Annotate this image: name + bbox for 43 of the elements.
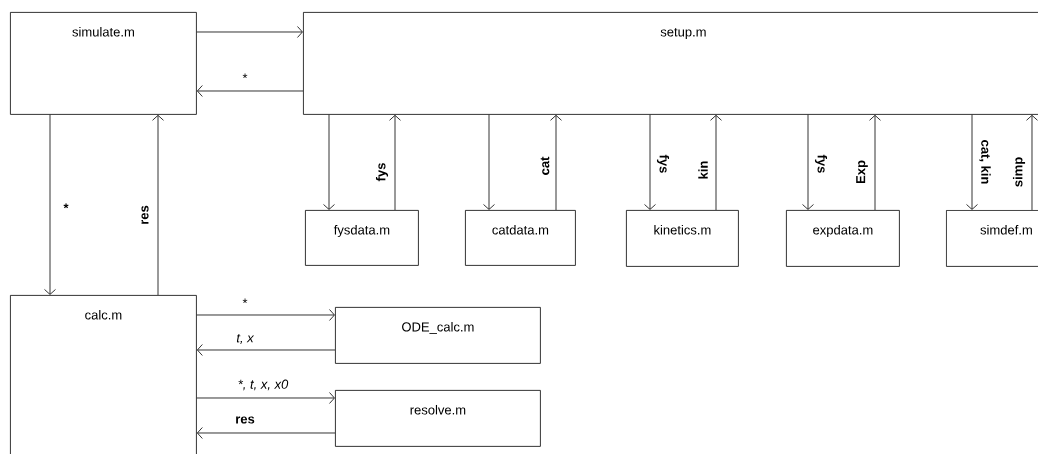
arrow [389,114,401,211]
edge-label: t, x [235,332,255,346]
edge-label: *, t, x, x0 [236,378,290,392]
edge-label: Exp [855,159,869,185]
arrow [869,114,881,211]
edge-label: cat, kin [978,138,992,186]
module-box: calc.m [10,295,197,454]
arrow [196,85,304,97]
module-box: kinetics.m [626,210,739,267]
edge-label: * [241,297,249,309]
edge-label: res [234,415,256,425]
edge-label: fys [655,153,671,175]
arrow [966,114,978,210]
edge-label: fys [374,161,390,183]
arrow [550,114,562,211]
edge-label: kin [697,159,709,181]
arrow [710,114,722,211]
edge-label: simp [1011,155,1027,189]
arrow [196,26,303,38]
arrow [644,114,656,210]
arrow [196,344,336,356]
arrow [152,114,164,296]
arrow [1026,114,1038,211]
arrow [196,427,336,439]
edge-label: * [241,72,249,84]
arrow [802,114,814,210]
edge-label: fys [813,153,829,175]
arrow [196,309,335,321]
arrow [483,114,495,210]
module-box: resolve.m [335,390,541,447]
edge-label: * [62,202,70,214]
module-box: expdata.m [786,210,900,267]
module-box: catdata.m [465,210,576,266]
edge-label: res [140,204,150,226]
module-box: simdef.m [946,210,1038,267]
module-box: fysdata.m [305,210,419,266]
arrow [323,114,335,210]
module-box: simulate.m [10,12,197,115]
module-box: setup.m [303,12,1038,115]
module-box: ODE_calc.m [335,307,541,364]
arrow [196,392,335,404]
edge-label: cat [539,155,551,177]
arrow [44,114,56,295]
